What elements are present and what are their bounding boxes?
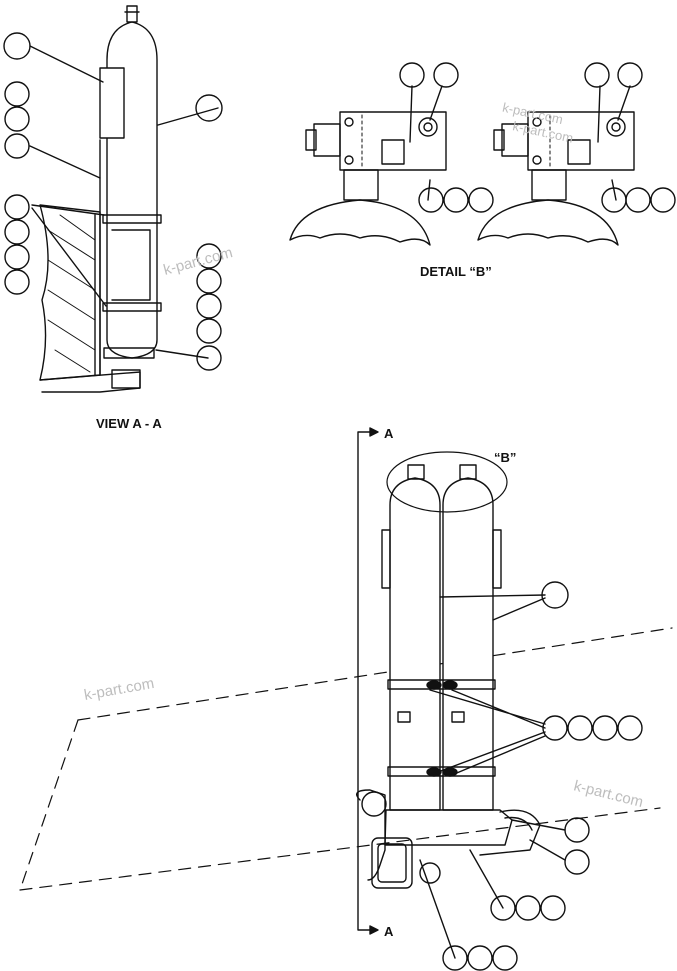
watermark: k-part.com [83, 675, 156, 704]
detail-b-ellipse [386, 451, 508, 513]
main-view-callouts [361, 581, 643, 971]
twin-cylinders [356, 464, 566, 959]
view-aa-drawing [29, 5, 219, 393]
watermark: k-part.com [162, 244, 235, 279]
view-aa-callouts [3, 32, 223, 371]
detail-b-right-valve [477, 85, 635, 246]
view-aa-label: VIEW A - A [96, 416, 162, 431]
detail-b-label: DETAIL “B” [420, 264, 492, 279]
detail-b-callouts [399, 62, 676, 213]
callout-b-label: “B” [494, 450, 516, 465]
watermark: k-part.com [572, 777, 645, 811]
section-arrow-bottom-label: A [384, 924, 394, 939]
section-line-aa [357, 427, 379, 935]
dashed-platform-outline [19, 627, 673, 891]
detail-b-left-valve [289, 85, 447, 246]
section-arrow-top-label: A [384, 426, 394, 441]
